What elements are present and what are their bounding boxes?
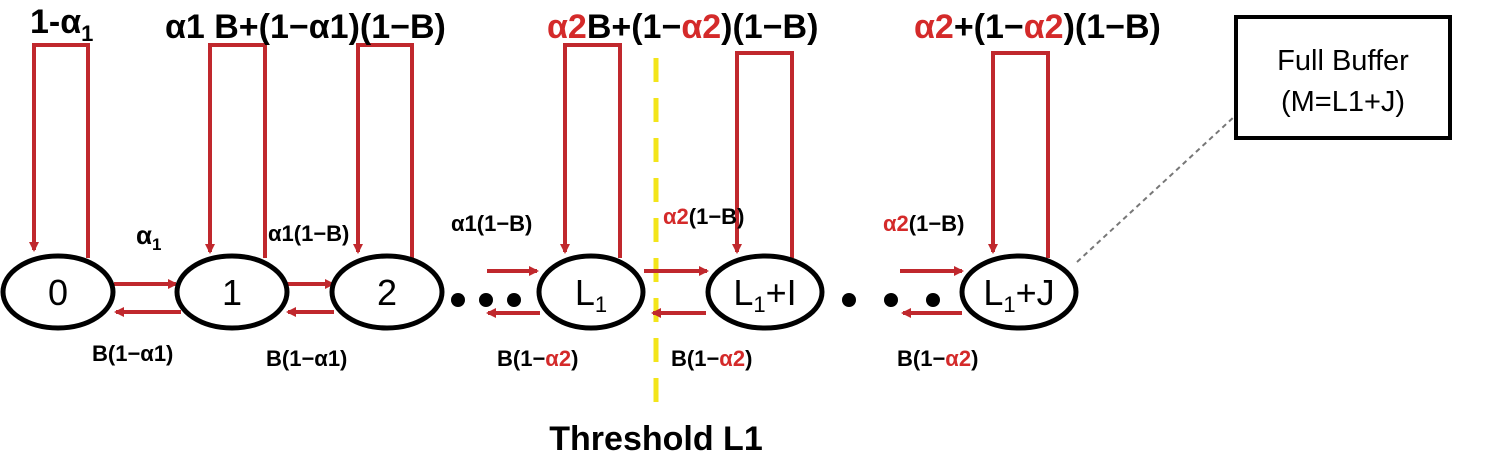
backward-label-L1: B(1−α2) (497, 346, 578, 371)
callout-line-1: Full Buffer (1277, 45, 1409, 77)
self-loop-label-L1I-L1J: α2+(1−α2)(1−B) (914, 8, 1161, 46)
state-0: 0 (0, 253, 116, 331)
state-L1-plus-I: L1+I (705, 253, 825, 331)
self-loop-state-L1 (560, 43, 622, 258)
state-label: 0 (48, 272, 68, 313)
self-loop-label-0: 1-α1 (30, 3, 93, 46)
forward-arrows (114, 266, 964, 289)
states: 0 1 2 L1 L1+I L1+J (0, 253, 1079, 331)
dot (884, 293, 898, 307)
state-1: 1 (174, 253, 290, 331)
self-loop-state-L1J (988, 51, 1050, 258)
backward-arrows (114, 307, 962, 318)
self-loops (29, 43, 1050, 258)
self-loop-state-0 (29, 43, 90, 258)
ellipsis-dots (451, 293, 940, 307)
callout-line-2: (M=L1+J) (1281, 86, 1405, 118)
forward-label-0-1: α1 (136, 220, 161, 254)
backward-label-L1I: B(1−α2) (671, 346, 752, 371)
dot (507, 293, 521, 307)
state-label: 2 (377, 272, 397, 313)
self-loop-state-L1I (732, 51, 794, 258)
full-buffer-callout-box (1234, 15, 1452, 140)
state-label: 1 (222, 272, 242, 313)
backward-label-L1J: B(1−α2) (897, 346, 978, 371)
backward-label-2-1: B(1−α1) (266, 346, 347, 371)
threshold-label: Threshold L1 (549, 420, 762, 458)
dot (479, 293, 493, 307)
state-label: L1+I (733, 272, 796, 317)
state-label: L1 (575, 272, 607, 317)
state-label: L1+J (983, 272, 1054, 317)
self-loop-state-1 (205, 43, 267, 258)
self-loop-label-1-2: α1 B+(1−α1)(1−B) (165, 8, 446, 46)
state-2: 2 (329, 253, 445, 331)
self-loop-label-L1: α2B+(1−α2)(1−B) (547, 8, 818, 46)
forward-label-L1-L1I: α2(1−B) (663, 204, 744, 229)
forward-label-1-2: α1(1−B) (268, 221, 349, 246)
dot (842, 293, 856, 307)
forward-label-into-L1: α1(1−B) (451, 211, 532, 236)
state-L1-plus-J: L1+J (959, 253, 1079, 331)
forward-label-into-L1J: α2(1−B) (883, 211, 964, 236)
dot (451, 293, 465, 307)
dot (926, 293, 940, 307)
callout-leader-line (1076, 114, 1237, 263)
state-L1: L1 (536, 253, 646, 331)
self-loop-state-2 (353, 43, 414, 258)
backward-label-1-0: B(1−α1) (92, 341, 173, 366)
